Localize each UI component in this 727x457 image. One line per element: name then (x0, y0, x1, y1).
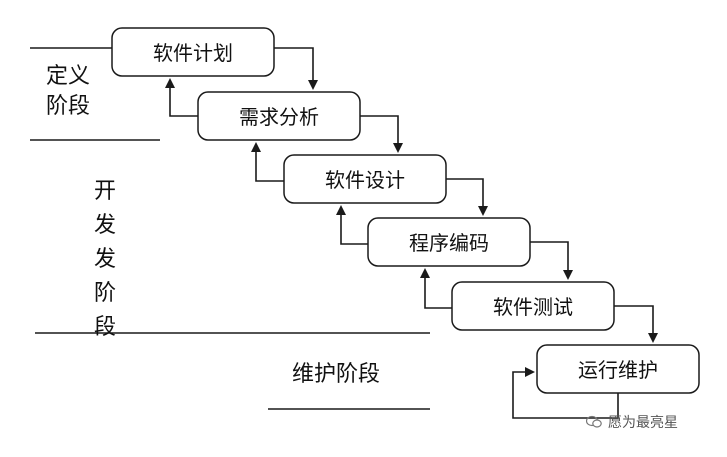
step-box-plan: 软件计划 (111, 27, 275, 77)
step-box-testing: 软件测试 (451, 281, 615, 331)
phase-label-maintenance: 维护阶段 (292, 362, 381, 387)
step-label-testing: 软件测试 (493, 295, 573, 319)
arrow-plan-to-requirements (274, 47, 318, 90)
phase-label-development: 开发 发 阶 段 (93, 179, 116, 340)
watermark: 愿为最亮星 (585, 412, 678, 432)
arrow-design-to-coding (446, 178, 488, 216)
feedback-maintenance-loop (512, 367, 619, 419)
step-label-design: 软件设计 (325, 168, 405, 192)
chat-bubble-icon (585, 415, 602, 429)
step-label-requirements: 需求分析 (239, 105, 319, 129)
step-box-requirements: 需求分析 (197, 91, 361, 141)
step-label-maintenance: 运行维护 (578, 358, 658, 382)
feedback-testing-to-coding (420, 268, 452, 309)
step-label-coding: 程序编码 (409, 231, 489, 255)
phase-label-definition: 定义 阶段 (46, 64, 91, 119)
step-box-design: 软件设计 (283, 154, 447, 204)
feedback-design-to-requirements (251, 142, 284, 182)
feedback-coding-to-design (336, 205, 368, 245)
arrow-requirements-to-design (360, 115, 403, 153)
step-box-coding: 程序编码 (367, 217, 531, 267)
step-box-maintenance: 运行维护 (536, 344, 700, 394)
feedback-requirements-to-plan (165, 78, 198, 117)
step-label-plan: 软件计划 (153, 41, 233, 65)
watermark-text: 愿为最亮星 (608, 415, 678, 431)
arrow-coding-to-testing (530, 241, 573, 280)
arrow-testing-to-maintenance (614, 305, 658, 343)
